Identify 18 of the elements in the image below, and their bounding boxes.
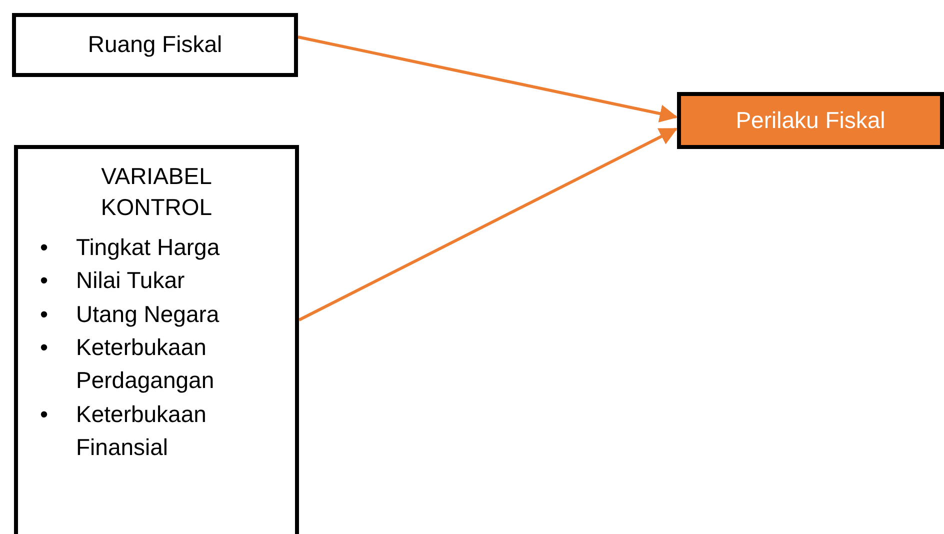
variable-box — [12, 13, 298, 77]
bullet-mark: • — [40, 300, 50, 329]
node-label: Ruang Fiskal — [88, 30, 222, 60]
bullet-mark: • — [40, 400, 50, 429]
list-item: Keterbukaan Finansial — [76, 400, 208, 462]
variable-box — [14, 145, 299, 534]
bullet-mark: • — [40, 233, 50, 262]
list-item: Keterbukaan Perdagangan — [76, 333, 216, 396]
box-heading: VARIABEL KONTROL — [100, 162, 214, 222]
arrow — [298, 36, 678, 122]
bullet-mark: • — [40, 266, 50, 296]
arrow — [298, 128, 678, 322]
list-item: Tingkat Harga — [76, 233, 221, 262]
bullet-mark: • — [40, 333, 50, 362]
node-label: Perilaku Fiskal — [736, 106, 886, 135]
result-box — [677, 92, 944, 149]
list-item: Utang Negara — [76, 300, 220, 329]
list-item: Nilai Tukar — [76, 266, 186, 296]
